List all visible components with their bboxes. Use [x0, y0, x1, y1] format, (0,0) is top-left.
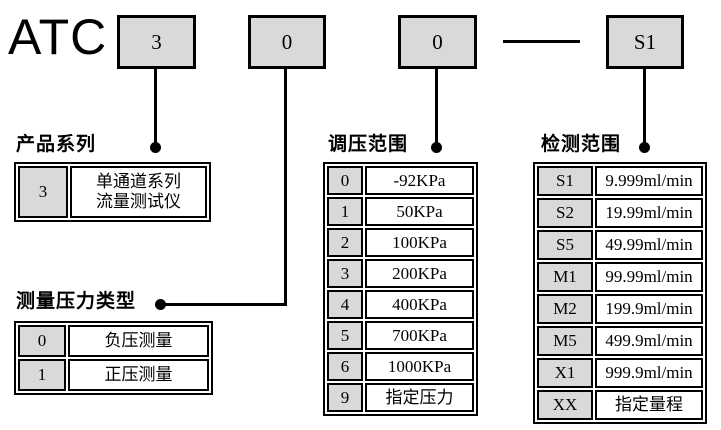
connector-line-detect-range	[643, 68, 646, 144]
code-cell: S2	[537, 198, 593, 228]
table-row: 2 100KPa	[327, 228, 474, 257]
value-cell: 400KPa	[365, 290, 474, 319]
value-cell: 指定压力	[365, 383, 474, 412]
connector-bullet-series	[150, 142, 161, 153]
connector-bullet-pressure-type	[155, 299, 166, 310]
table-row: 9 指定压力	[327, 383, 474, 412]
code-cell: 1	[327, 197, 363, 226]
table-row: 0 -92KPa	[327, 166, 474, 195]
table-row: 6 1000KPa	[327, 352, 474, 381]
value-cell: 200KPa	[365, 259, 474, 288]
value-cell: 正压测量	[68, 359, 209, 391]
value-cell: 700KPa	[365, 321, 474, 350]
value-cell: 9.999ml/min	[595, 166, 703, 196]
code-cell: XX	[537, 390, 593, 420]
value-cell: 1000KPa	[365, 352, 474, 381]
table-row: X1 999.9ml/min	[537, 358, 703, 388]
connector-line-pressure-type-horizontal	[160, 303, 287, 306]
table-row: M5 499.9ml/min	[537, 326, 703, 356]
code-cell: 0	[327, 166, 363, 195]
value-cell: 指定量程	[595, 390, 703, 420]
product-series-table: 3 单通道系列 流量测试仪	[14, 162, 211, 222]
section-title-pressure-range: 调压范围	[328, 134, 409, 155]
code-box-pressure-type: 0	[248, 15, 326, 69]
table-row: XX 指定量程	[537, 390, 703, 420]
value-cell: 999.9ml/min	[595, 358, 703, 388]
code-cell: M1	[537, 262, 593, 292]
value-cell: 负压测量	[68, 325, 209, 357]
pressure-type-table: 0 负压测量 1 正压测量	[14, 321, 213, 395]
table-row: 1 正压测量	[18, 359, 209, 391]
product-prefix: ATC	[8, 9, 108, 65]
table-row: M2 199.9ml/min	[537, 294, 703, 324]
dash-separator	[503, 40, 580, 43]
table-row: 0 负压测量	[18, 325, 209, 357]
value-cell: 50KPa	[365, 197, 474, 226]
section-title-detect-range: 检测范围	[541, 134, 622, 155]
table-row: 5 700KPa	[327, 321, 474, 350]
value-cell: 99.99ml/min	[595, 262, 703, 292]
table-row: S1 9.999ml/min	[537, 166, 703, 196]
code-box-pressure-range: 0	[398, 15, 477, 69]
value-cell: -92KPa	[365, 166, 474, 195]
code-box-series: 3	[117, 15, 196, 69]
section-title-product-series: 产品系列	[16, 134, 97, 155]
code-cell: 9	[327, 383, 363, 412]
table-row: 3 单通道系列 流量测试仪	[18, 166, 207, 218]
connector-bullet-detect-range	[639, 142, 650, 153]
table-row: S5 49.99ml/min	[537, 230, 703, 260]
code-cell: S5	[537, 230, 593, 260]
value-cell: 100KPa	[365, 228, 474, 257]
table-row: 4 400KPa	[327, 290, 474, 319]
table-row: 3 200KPa	[327, 259, 474, 288]
code-cell: 5	[327, 321, 363, 350]
code-cell: 6	[327, 352, 363, 381]
connector-line-pressure-range	[435, 68, 438, 144]
code-cell: 1	[18, 359, 66, 391]
detect-range-table: S1 9.999ml/min S2 19.99ml/min S5 49.99ml…	[533, 162, 707, 424]
code-cell: 4	[327, 290, 363, 319]
value-cell: 单通道系列 流量测试仪	[70, 166, 207, 218]
value-line: 单通道系列	[96, 172, 181, 192]
value-cell: 499.9ml/min	[595, 326, 703, 356]
section-title-pressure-type: 测量压力类型	[16, 291, 137, 312]
code-cell: 3	[18, 166, 68, 218]
code-cell: M5	[537, 326, 593, 356]
table-row: S2 19.99ml/min	[537, 198, 703, 228]
table-row: 1 50KPa	[327, 197, 474, 226]
connector-line-series	[154, 68, 157, 144]
code-cell: M2	[537, 294, 593, 324]
connector-line-pressure-type-vertical	[284, 68, 287, 306]
code-box-detect-range: S1	[606, 15, 684, 69]
value-cell: 19.99ml/min	[595, 198, 703, 228]
code-cell: X1	[537, 358, 593, 388]
code-cell: 0	[18, 325, 66, 357]
code-cell: 3	[327, 259, 363, 288]
table-row: M1 99.99ml/min	[537, 262, 703, 292]
code-cell: S1	[537, 166, 593, 196]
value-line: 流量测试仪	[96, 192, 181, 211]
value-cell: 199.9ml/min	[595, 294, 703, 324]
code-cell: 2	[327, 228, 363, 257]
value-cell: 49.99ml/min	[595, 230, 703, 260]
pressure-range-table: 0 -92KPa 1 50KPa 2 100KPa 3 200KPa 4 400…	[323, 162, 478, 416]
connector-bullet-pressure-range	[431, 142, 442, 153]
